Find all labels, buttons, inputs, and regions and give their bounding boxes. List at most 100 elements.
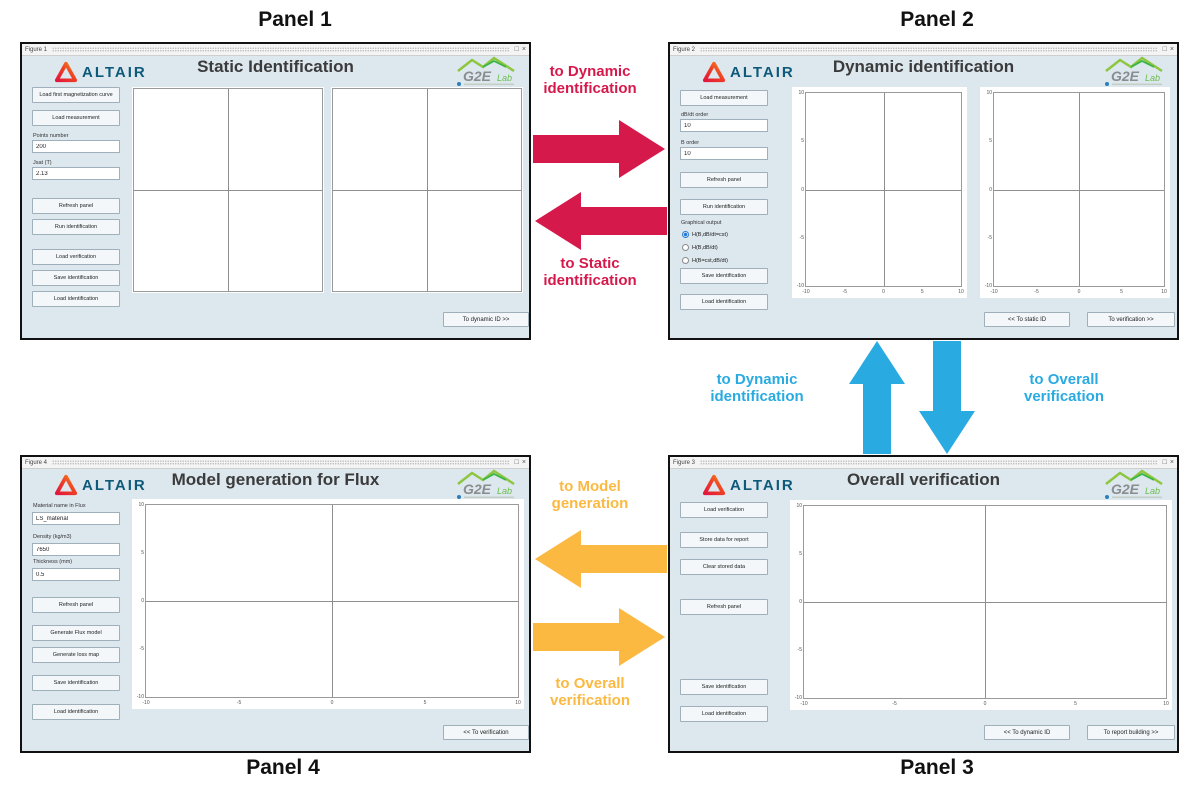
- x-axis-line: [806, 189, 961, 191]
- p2-save-identification-button[interactable]: Save identification: [680, 268, 768, 284]
- p1-points-number-input[interactable]: [32, 140, 120, 153]
- p1-load-measurement-button[interactable]: Load measurement: [32, 110, 120, 126]
- p4-load-identification-button[interactable]: Load identification: [32, 704, 120, 720]
- close-icon[interactable]: ×: [1169, 46, 1174, 53]
- x-tick-label: 0: [1077, 289, 1081, 295]
- x-axis-line: [134, 190, 322, 191]
- panel3-caption: Panel 3: [900, 756, 974, 779]
- p2-radio-h-b-dbdt-cst[interactable]: H(B,dB/dt=cst): [682, 231, 728, 238]
- y-tick-label: -10: [984, 283, 992, 289]
- y-tick-label: 10: [796, 503, 802, 509]
- p4-refresh-panel-button[interactable]: Refresh panel: [32, 597, 120, 613]
- y-tick-label: 0: [799, 599, 802, 605]
- p1-refresh-panel-button[interactable]: Refresh panel: [32, 198, 120, 214]
- p1-jsat-input[interactable]: [32, 167, 120, 180]
- p2-titlebar[interactable]: Figure 2 □ ×: [670, 44, 1177, 56]
- g2e-dot-icon: [1105, 495, 1109, 499]
- p2-refresh-panel-button[interactable]: Refresh panel: [680, 172, 768, 188]
- arrow-up-blue: [849, 341, 905, 454]
- x-tick-label: 10: [515, 700, 521, 706]
- p3-to-dynamic-id-button[interactable]: << To dynamic ID: [984, 725, 1070, 740]
- p2-load-identification-button[interactable]: Load identification: [680, 294, 768, 310]
- p2-b-order-input[interactable]: [680, 147, 768, 160]
- p1-points-number-label: Points number: [33, 133, 69, 139]
- p1-run-identification-button[interactable]: Run identification: [32, 219, 120, 235]
- g2e-lab-text: Lab: [497, 486, 512, 496]
- g2e-tagline-bar: [1112, 496, 1162, 499]
- y-tick-label: -10: [136, 694, 144, 700]
- g2e-dot-icon: [457, 82, 461, 86]
- p1-load-identification-button[interactable]: Load identification: [32, 291, 120, 307]
- x-tick-label: -5: [842, 289, 847, 295]
- p4-titlebar[interactable]: Figure 4 □ ×: [22, 457, 529, 469]
- x-tick-label: -10: [990, 289, 998, 295]
- x-axis-line: [994, 189, 1164, 191]
- altair-logo: ALTAIR: [54, 473, 147, 497]
- p3-titlebar[interactable]: Figure 3 □ ×: [670, 457, 1177, 469]
- x-tick-label: 10: [1161, 289, 1167, 295]
- p4-generate-flux-model-button[interactable]: Generate Flux model: [32, 625, 120, 641]
- p4-material-name-input[interactable]: [32, 512, 120, 525]
- maximize-icon[interactable]: □: [1162, 46, 1167, 53]
- titlebar-texture: [52, 47, 510, 52]
- radio-selected-icon: [682, 231, 689, 238]
- p3-clear-stored-data-button[interactable]: Clear stored data: [680, 559, 768, 575]
- maximize-icon[interactable]: □: [514, 46, 519, 53]
- p2-title: Dynamic identification: [832, 57, 1015, 76]
- y-tick-label: 10: [798, 90, 804, 96]
- p3-save-identification-button[interactable]: Save identification: [680, 679, 768, 695]
- p1-title: Static Identification: [197, 57, 354, 76]
- p2-to-static-id-button[interactable]: << To static ID: [984, 312, 1070, 327]
- maximize-icon[interactable]: □: [1162, 459, 1167, 466]
- p1-plot-left: [132, 87, 324, 293]
- altair-triangle-icon: [54, 474, 78, 496]
- x-tick-label: -10: [800, 701, 808, 707]
- p2-to-verification-button[interactable]: To verification >>: [1087, 312, 1175, 327]
- p3-refresh-panel-button[interactable]: Refresh panel: [680, 599, 768, 615]
- p3-store-data-button[interactable]: Store data for report: [680, 532, 768, 548]
- p4-thickness-input[interactable]: [32, 568, 120, 581]
- p2-dbdt-order-input[interactable]: [680, 119, 768, 132]
- p2-load-measurement-button[interactable]: Load measurement: [680, 90, 768, 106]
- y-tick-label: 5: [801, 138, 804, 145]
- x-tick-label: -5: [1034, 289, 1039, 295]
- x-tick-label: 0: [983, 701, 987, 707]
- x-tick-label: 5: [423, 700, 427, 706]
- radio-label: H(B,dB/dt=cst): [692, 231, 728, 238]
- p4-density-input[interactable]: [32, 543, 120, 556]
- panel1-window: Figure 1 □ × ALTAIR Static Identificatio…: [20, 42, 531, 340]
- p3-load-identification-button[interactable]: Load identification: [680, 706, 768, 722]
- p4-save-identification-button[interactable]: Save identification: [32, 675, 120, 691]
- g2e-lab-text: Lab: [1145, 73, 1160, 83]
- altair-wordmark: ALTAIR: [730, 476, 795, 494]
- p1-load-magnetization-curve-button[interactable]: Load first magnetization curve: [32, 87, 120, 103]
- close-icon[interactable]: ×: [521, 46, 526, 53]
- y-tick-label: 0: [141, 598, 144, 604]
- p2-radio-h-b-dbdt[interactable]: H(B,dB/dt): [682, 244, 718, 251]
- p1-save-identification-button[interactable]: Save identification: [32, 270, 120, 286]
- y-tick-label: 5: [799, 551, 802, 557]
- x-tick-label: 5: [1074, 701, 1077, 707]
- radio-label: H(B=cst,dB/dt): [692, 257, 728, 264]
- p1-to-dynamic-id-button[interactable]: To dynamic ID >>: [443, 312, 529, 327]
- p3-load-verification-button[interactable]: Load verification: [680, 502, 768, 518]
- p4-generate-loss-map-button[interactable]: Generate loss map: [32, 647, 120, 663]
- p2-run-identification-button[interactable]: Run identification: [680, 199, 768, 215]
- close-icon[interactable]: ×: [1169, 459, 1174, 466]
- p4-density-label: Density (kg/m3): [33, 534, 72, 540]
- panel4-caption: Panel 4: [246, 756, 320, 779]
- p2-radio-h-bcst-dbdt[interactable]: H(B=cst,dB/dt): [682, 257, 728, 264]
- p4-to-verification-button[interactable]: << To verification: [443, 725, 529, 740]
- p1-titlebar[interactable]: Figure 1 □ ×: [22, 44, 529, 56]
- p1-load-verification-button[interactable]: Load verification: [32, 249, 120, 265]
- arrow-down-blue: [919, 341, 975, 454]
- maximize-icon[interactable]: □: [514, 459, 519, 466]
- p3-to-report-building-button[interactable]: To report building >>: [1087, 725, 1175, 740]
- g2e-tagline-bar: [464, 496, 514, 499]
- close-icon[interactable]: ×: [521, 459, 526, 466]
- y-tick-label: 5: [141, 550, 144, 556]
- p1-plot-right: [331, 87, 523, 293]
- arrow-right-red: [533, 120, 665, 178]
- altair-logo: ALTAIR: [54, 60, 147, 84]
